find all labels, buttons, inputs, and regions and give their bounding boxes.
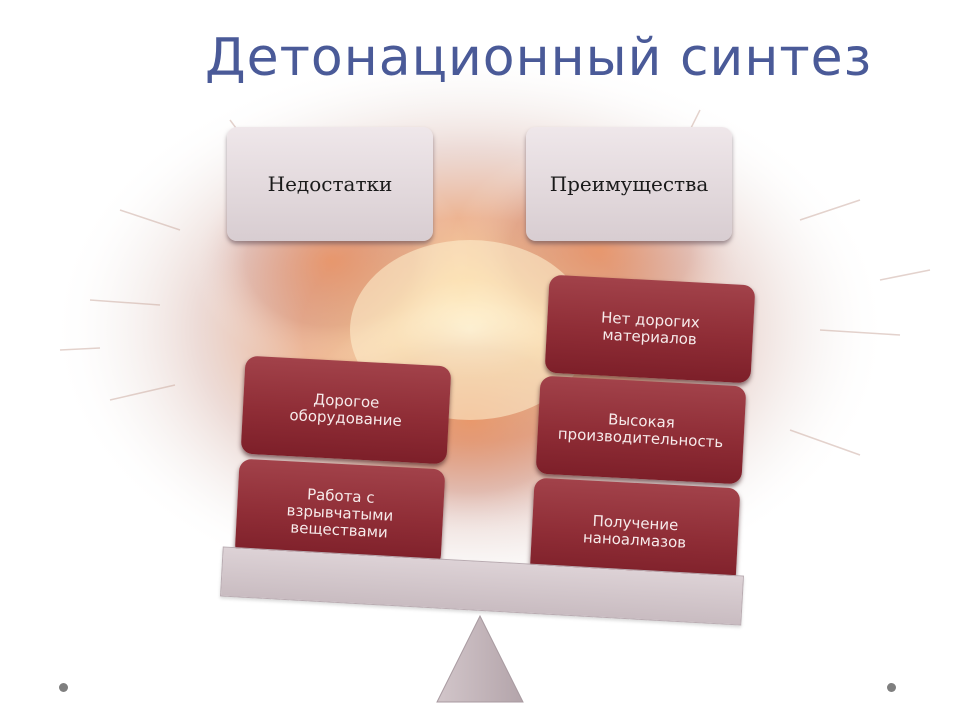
- header-disadvantages: Недостатки: [227, 127, 433, 241]
- advantage-card-no-expensive-materials: Нет дорогих материалов: [544, 274, 756, 384]
- disadvantage-label: Работа с взрывчатыми веществами: [286, 484, 394, 542]
- advantage-label: Получение наноалмазов: [582, 511, 687, 552]
- advantage-label: Нет дорогих материалов: [600, 308, 701, 349]
- slide-title: Детонационный синтез: [205, 28, 873, 88]
- disadvantage-label: Дорогое оборудование: [288, 390, 403, 430]
- header-advantages: Преимущества: [526, 127, 732, 241]
- header-advantages-label: Преимущества: [549, 172, 709, 196]
- disadvantage-card-expensive-equipment: Дорогое оборудование: [240, 355, 452, 465]
- decor-dot-left: [59, 683, 68, 692]
- advantage-label: Высокая производительность: [557, 410, 724, 452]
- advantage-card-high-productivity: Высокая производительность: [535, 375, 747, 485]
- header-disadvantages-label: Недостатки: [267, 172, 393, 196]
- balance-pivot: [436, 614, 524, 703]
- decor-dot-right: [887, 683, 896, 692]
